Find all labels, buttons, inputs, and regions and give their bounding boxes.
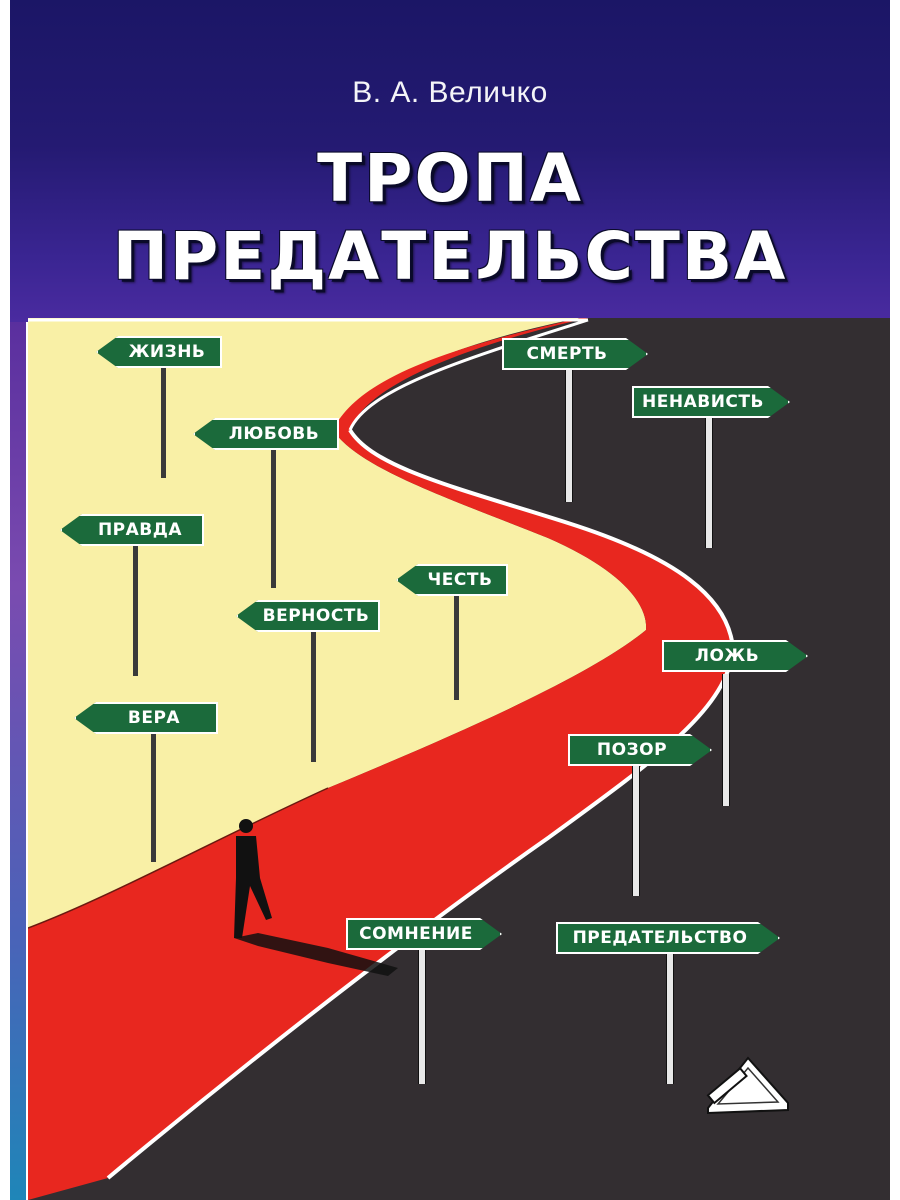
sign-pole [133,544,138,676]
sign-pole [722,674,730,806]
sign-vernost: ВЕРНОСТЬ [236,600,380,632]
sign-pole [565,370,573,502]
sign-nenavist: НЕНАВИСТЬ [632,386,790,418]
sign-pole [151,734,156,862]
sign-pozor: ПОЗОР [568,734,712,766]
sign-smert: СМЕРТЬ [502,338,648,370]
sign-chest: ЧЕСТЬ [396,564,508,596]
sign-pole [161,366,166,478]
sign-pole [632,766,640,896]
sign-vera: ВЕРА [74,702,218,734]
sign-lyubov: ЛЮБОВЬ [193,418,339,450]
walking-figure [234,819,398,976]
book-cover: В. А. Величко ТРОПА ПРЕДАТЕЛЬСТВА [10,0,890,1200]
road-illustration [28,318,890,1200]
sign-predatelstvo: ПРЕДАТЕЛЬСТВО [556,922,780,954]
sign-pole [418,948,426,1084]
sign-pole [705,418,713,548]
cover-header: В. А. Величко ТРОПА ПРЕДАТЕЛЬСТВА [10,0,890,322]
sign-pole [454,596,459,700]
sign-zhizn: ЖИЗНЬ [96,336,222,368]
triangle-ruler-logo [706,1056,789,1115]
title-line-1: ТРОПА [317,140,583,217]
sign-somnenie: СОМНЕНИЕ [346,918,502,950]
sign-lozh: ЛОЖЬ [662,640,808,672]
sign-pole [271,448,276,588]
spine-strip [10,322,26,1200]
illustration: ЖИЗНЬ ЛЮБОВЬ ПРАВДА ЧЕСТЬ ВЕРНОСТЬ ВЕРА … [28,318,890,1200]
sign-pravda: ПРАВДА [60,514,204,546]
sign-pole [666,954,674,1084]
title-line-2: ПРЕДАТЕЛЬСТВА [112,218,788,295]
sign-pole [311,630,316,762]
author-name: В. А. Величко [352,76,548,109]
